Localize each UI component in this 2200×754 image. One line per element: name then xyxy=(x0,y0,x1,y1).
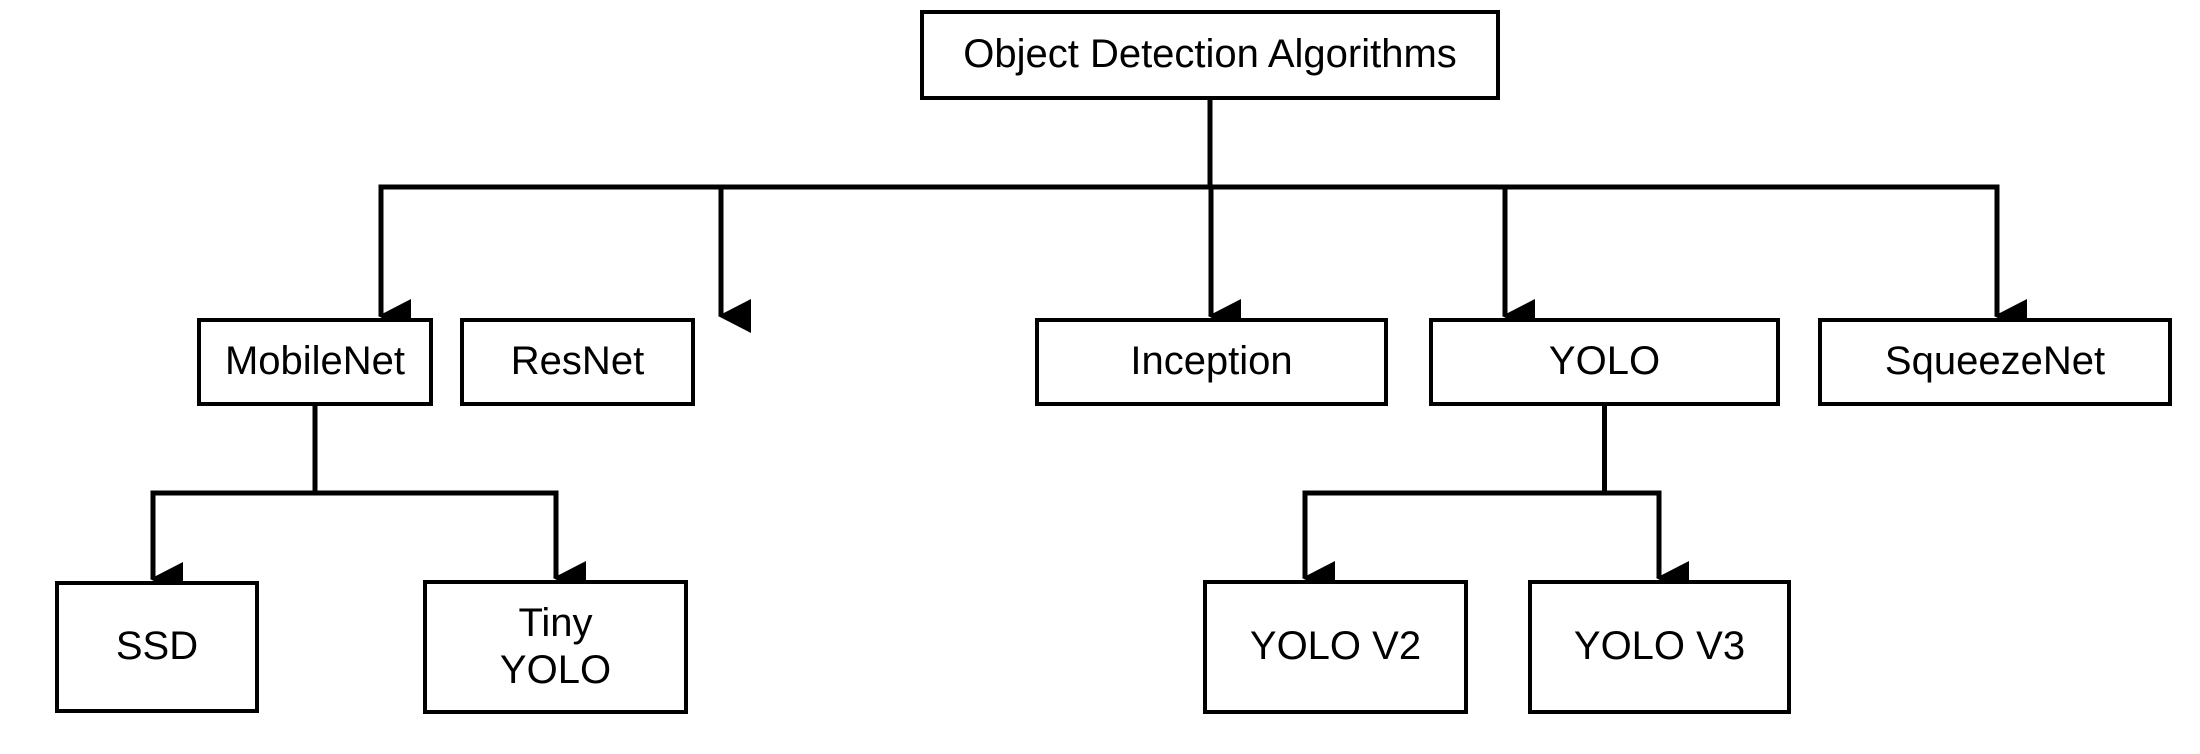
edge-mobilenet-tinyyolo xyxy=(315,490,586,595)
node-yolo-v3[interactable]: YOLO V3 xyxy=(1528,580,1791,714)
node-root-object-detection-algorithms[interactable]: Object Detection Algorithms xyxy=(920,10,1500,100)
node-label: Tiny YOLO xyxy=(499,600,612,692)
node-label: ResNet xyxy=(510,339,645,384)
node-resnet[interactable]: ResNet xyxy=(460,318,695,406)
node-squeezenet[interactable]: SqueezeNet xyxy=(1818,318,2172,406)
node-ssd[interactable]: SSD xyxy=(55,581,259,713)
node-label: SSD xyxy=(115,624,199,669)
edge-root-squeezenet xyxy=(1210,184,2027,333)
edge-yolo-v2 xyxy=(1302,490,1605,595)
edge-yolo-v3 xyxy=(1604,490,1689,595)
edge-root-yolo xyxy=(1210,184,1535,333)
node-mobilenet[interactable]: MobileNet xyxy=(197,318,433,406)
node-yolo-v2[interactable]: YOLO V2 xyxy=(1203,580,1468,714)
edge-root-inception xyxy=(1208,184,1241,333)
edge-mobilenet-ssd xyxy=(150,490,315,596)
node-label: YOLO V3 xyxy=(1573,624,1746,669)
edge-root-resnet xyxy=(718,184,1210,333)
node-label: MobileNet xyxy=(224,339,406,384)
node-label: YOLO V2 xyxy=(1249,624,1422,669)
node-tiny-yolo[interactable]: Tiny YOLO xyxy=(423,580,688,714)
node-yolo[interactable]: YOLO xyxy=(1429,318,1780,406)
node-label: Inception xyxy=(1130,339,1293,384)
node-label: SqueezeNet xyxy=(1884,339,2106,384)
edge-root-mobilenet xyxy=(378,184,1210,333)
node-inception[interactable]: Inception xyxy=(1035,318,1388,406)
node-label: Object Detection Algorithms xyxy=(963,32,1457,77)
node-label: YOLO xyxy=(1548,339,1661,384)
